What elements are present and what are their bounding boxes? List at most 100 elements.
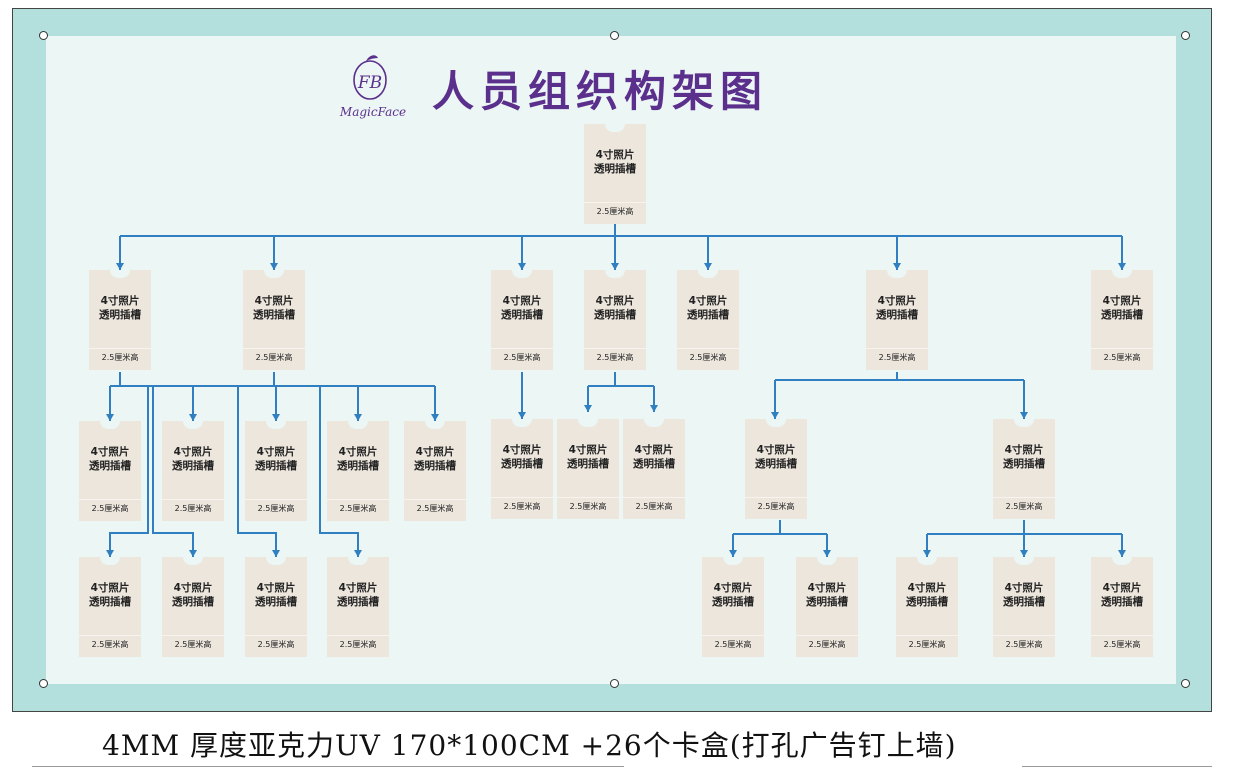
card-height-label: 2.5厘米高 (1005, 502, 1043, 511)
page-title: 人员组织构架图 (432, 67, 769, 116)
card-photo-label: 4寸照片 (256, 582, 296, 594)
card-notch (245, 421, 307, 431)
card-slot-label: 透明插槽 (876, 309, 918, 321)
card-slot-label: 透明插槽 (567, 458, 609, 470)
card-height-label: 2.5厘米高 (1103, 353, 1141, 362)
card-photo-label: 4寸照片 (1102, 582, 1142, 594)
card-divider (796, 635, 858, 636)
card-divider (327, 635, 389, 636)
card-divider (623, 497, 685, 498)
photo-card-slot: 4寸照片透明插槽 2.5厘米高 (327, 557, 389, 657)
card-notch (404, 421, 466, 431)
card-divider (404, 499, 466, 500)
card-slot-label: 透明插槽 (337, 460, 379, 472)
card-slot-label: 透明插槽 (501, 309, 543, 321)
card-height-label: 2.5厘米高 (596, 353, 634, 362)
card-slot-label: 透明插槽 (806, 596, 848, 608)
card-photo-label: 4寸照片 (568, 444, 608, 456)
card-slot-label: 透明插槽 (501, 458, 543, 470)
card-slot-label: 透明插槽 (755, 458, 797, 470)
card-divider (79, 499, 141, 500)
card-height-label: 2.5厘米高 (635, 502, 673, 511)
card-slot-label: 透明插槽 (1101, 309, 1143, 321)
card-notch (79, 557, 141, 567)
photo-card-slot: 4寸照片透明插槽 2.5厘米高 (584, 124, 646, 224)
card-slot-label: 透明插槽 (1101, 596, 1143, 608)
card-height-label: 2.5厘米高 (808, 640, 846, 649)
card-divider (245, 635, 307, 636)
card-slot-label: 透明插槽 (337, 596, 379, 608)
card-divider (162, 635, 224, 636)
card-divider (702, 635, 764, 636)
card-slot-label: 透明插槽 (89, 460, 131, 472)
card-height-label: 2.5厘米高 (91, 504, 129, 513)
photo-card-slot: 4寸照片透明插槽 2.5厘米高 (993, 419, 1055, 519)
card-divider (491, 348, 553, 349)
card-photo-label: 4寸照片 (338, 446, 378, 458)
card-slot-label: 透明插槽 (172, 460, 214, 472)
card-notch (162, 557, 224, 567)
mounting-hole (610, 31, 619, 40)
card-notch (745, 419, 807, 429)
card-photo-label: 4寸照片 (877, 295, 917, 307)
card-height-label: 2.5厘米高 (503, 353, 541, 362)
card-notch (677, 270, 739, 280)
card-slot-label: 透明插槽 (594, 163, 636, 175)
card-notch (584, 124, 646, 134)
card-divider (557, 497, 619, 498)
card-divider (79, 635, 141, 636)
card-slot-label: 透明插槽 (633, 458, 675, 470)
photo-card-slot: 4寸照片透明插槽 2.5厘米高 (796, 557, 858, 657)
card-divider (993, 635, 1055, 636)
card-notch (993, 419, 1055, 429)
card-notch (796, 557, 858, 567)
card-photo-label: 4寸照片 (338, 582, 378, 594)
photo-card-slot: 4寸照片透明插槽 2.5厘米高 (702, 557, 764, 657)
caption-underline (32, 766, 624, 767)
mounting-hole (39, 31, 48, 40)
card-slot-label: 透明插槽 (1003, 596, 1045, 608)
card-divider (327, 499, 389, 500)
card-height-label: 2.5厘米高 (416, 504, 454, 513)
card-photo-label: 4寸照片 (713, 582, 753, 594)
card-notch (993, 557, 1055, 567)
card-divider (245, 499, 307, 500)
card-photo-label: 4寸照片 (502, 444, 542, 456)
card-divider (896, 635, 958, 636)
card-photo-label: 4寸照片 (173, 582, 213, 594)
card-photo-label: 4寸照片 (1102, 295, 1142, 307)
card-slot-label: 透明插槽 (1003, 458, 1045, 470)
card-height-label: 2.5厘米高 (757, 502, 795, 511)
card-slot-label: 透明插槽 (255, 596, 297, 608)
card-photo-label: 4寸照片 (807, 582, 847, 594)
card-slot-label: 透明插槽 (89, 596, 131, 608)
card-height-label: 2.5厘米高 (339, 640, 377, 649)
card-divider (162, 499, 224, 500)
card-height-label: 2.5厘米高 (714, 640, 752, 649)
card-slot-label: 透明插槽 (712, 596, 754, 608)
card-height-label: 2.5厘米高 (174, 640, 212, 649)
card-photo-label: 4寸照片 (90, 582, 130, 594)
card-divider (745, 497, 807, 498)
card-notch (866, 270, 928, 280)
card-slot-label: 透明插槽 (255, 460, 297, 472)
card-height-label: 2.5厘米高 (1005, 640, 1043, 649)
card-photo-label: 4寸照片 (595, 149, 635, 161)
card-divider (584, 202, 646, 203)
card-height-label: 2.5厘米高 (596, 207, 634, 216)
card-photo-label: 4寸照片 (256, 446, 296, 458)
card-slot-label: 透明插槽 (172, 596, 214, 608)
card-slot-label: 透明插槽 (594, 309, 636, 321)
card-slot-label: 透明插槽 (99, 309, 141, 321)
card-photo-label: 4寸照片 (1004, 444, 1044, 456)
mounting-hole (610, 679, 619, 688)
